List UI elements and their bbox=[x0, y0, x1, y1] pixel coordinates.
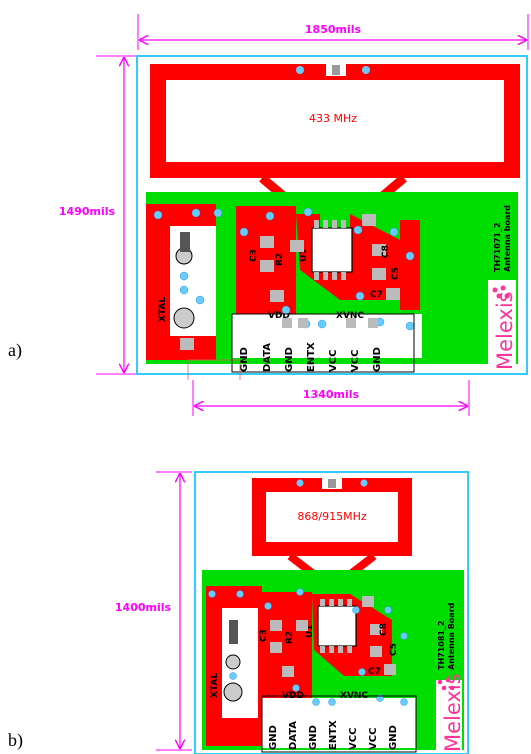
crystal-pad bbox=[173, 307, 195, 329]
antenna-loop bbox=[252, 478, 412, 556]
panel-letter-a: a) bbox=[8, 340, 22, 360]
pin-label: ENTX bbox=[328, 720, 339, 750]
pin-label: ENTX bbox=[306, 342, 317, 372]
width-dimension-label: 1850mils bbox=[305, 23, 362, 36]
part-label-c5: C5 bbox=[389, 643, 399, 656]
pin-label: VCC bbox=[348, 728, 359, 750]
part-label-c8: C8 bbox=[381, 245, 391, 258]
part-label-c7: C7 bbox=[370, 290, 383, 300]
ic-label: U1 bbox=[305, 624, 315, 638]
ic-body bbox=[311, 227, 353, 273]
part-label-c3: C3 bbox=[249, 249, 259, 262]
part-label-c8: C8 bbox=[379, 623, 389, 636]
board-name-line2: Antenna Board bbox=[447, 602, 456, 670]
panel-a: 1850mils 1490mils 433 MHz XTAL bbox=[8, 14, 529, 380]
crystal-label: XTAL bbox=[158, 297, 168, 322]
pin-label: VCC bbox=[328, 350, 339, 372]
ic-label: U1 bbox=[299, 248, 309, 262]
brand-logo-dots bbox=[492, 285, 510, 299]
pin-label: GND bbox=[388, 725, 399, 750]
crystal-pad bbox=[223, 682, 243, 702]
frequency-label: 868/915MHz bbox=[297, 510, 366, 523]
part-label-r2: R2 bbox=[275, 253, 285, 266]
connector-pin-labels: GND DATA GND ENTX VCC VCC GND bbox=[239, 342, 383, 372]
panel-b: 1340mils 1400mils 868/915MHz XTAL bbox=[0, 380, 531, 754]
connector-outline bbox=[261, 695, 417, 753]
part-label-c5: C5 bbox=[391, 267, 401, 280]
board-name-line2: Antenna board bbox=[503, 205, 512, 272]
board-name-line1: TH71081_2 bbox=[437, 620, 446, 670]
part-label-c7: C7 bbox=[368, 667, 381, 677]
antenna-loop bbox=[150, 64, 520, 178]
antenna-capacitor bbox=[332, 65, 340, 75]
height-dimension-label: 1490mils bbox=[59, 205, 116, 218]
connector-pin-labels: GND DATA GND ENTX VCC VCC GND bbox=[268, 720, 399, 750]
part-label-r2: R2 bbox=[285, 631, 295, 644]
vnc-label: XVNC bbox=[336, 311, 364, 321]
pcb-layout-b: 1340mils 1400mils 868/915MHz XTAL bbox=[115, 380, 470, 754]
pin-label: GND bbox=[372, 347, 383, 372]
brand-logo-dots bbox=[437, 677, 455, 691]
pin-label: GND bbox=[268, 725, 279, 750]
height-dimension-label: 1400mils bbox=[115, 601, 172, 614]
connector-outline bbox=[231, 313, 415, 373]
pcb-layout-a: 1850mils 1490mils 433 MHz XTAL bbox=[59, 14, 529, 380]
frequency-label: 433 MHz bbox=[309, 112, 357, 125]
ic-body bbox=[317, 605, 357, 647]
pin-label: GND bbox=[284, 347, 295, 372]
pin-label: DATA bbox=[288, 721, 299, 750]
vdd-label: VDD bbox=[268, 311, 290, 321]
pin-label: GND bbox=[239, 347, 250, 372]
brand-logo: Melexis bbox=[441, 673, 465, 752]
pin-label: DATA bbox=[262, 343, 273, 372]
part-label-c3: C3 bbox=[259, 629, 269, 642]
panel-letter-b: b) bbox=[8, 730, 23, 750]
pin-label: VCC bbox=[368, 728, 379, 750]
board-name-line1: TH71071_2 bbox=[493, 222, 502, 272]
antenna-capacitor bbox=[328, 479, 336, 488]
brand-logo: Melexis bbox=[493, 291, 517, 370]
crystal-label: XTAL bbox=[210, 673, 220, 698]
pin-label: GND bbox=[308, 725, 319, 750]
width-dimension-label: 1340mils bbox=[303, 388, 360, 401]
pin-label: VCC bbox=[350, 350, 361, 372]
